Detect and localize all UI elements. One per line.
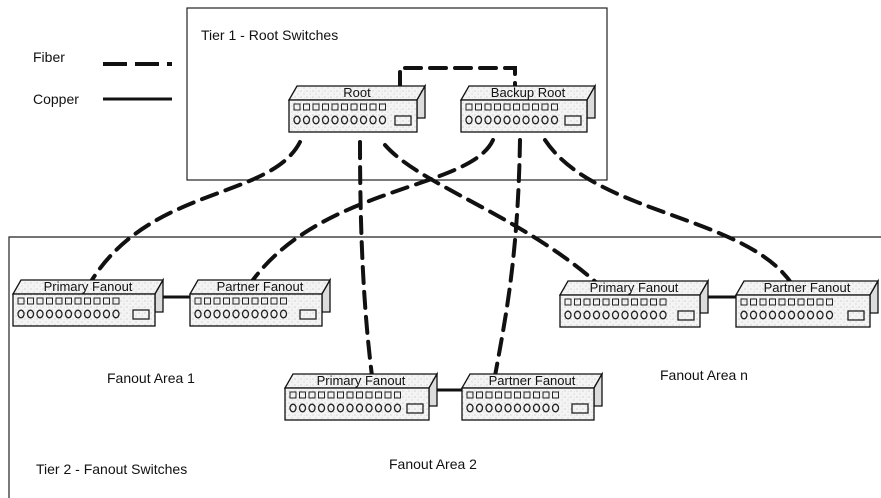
switch-console-port [132, 309, 150, 320]
fiber-root-to-arean-primary [383, 143, 600, 286]
switch-ports [194, 297, 288, 319]
switch-console-port [299, 309, 317, 320]
switch-ports [289, 391, 402, 413]
copper-links [162, 295, 738, 392]
switch-label: Partner Fanout [764, 280, 851, 295]
switch-front-face [559, 294, 701, 328]
arean-label: Fanout Area n [660, 367, 748, 383]
switch-console-port [847, 310, 865, 321]
legend-copper-label: Copper [33, 91, 79, 107]
switch-root: Root [287, 83, 427, 133]
switch-label: Root [343, 85, 371, 100]
tier1-label: Tier 1 - Root Switches [201, 27, 338, 43]
switch-ports [293, 103, 387, 125]
switch-console-port [564, 115, 582, 126]
switch-console-port [571, 403, 589, 414]
switch-ports [740, 298, 834, 320]
switch-console-port [406, 403, 424, 414]
switch-backup-root: Backup Root [459, 83, 597, 133]
fiber-backup-to-area1-partner [248, 138, 495, 286]
switch-console-port [677, 310, 695, 321]
switch-area1-primary: Primary Fanout [11, 277, 165, 327]
area2-label: Fanout Area 2 [389, 456, 477, 472]
fiber-links [88, 66, 794, 378]
switch-area1-partner: Partner Fanout [188, 277, 332, 327]
switch-ports [564, 298, 667, 320]
tier1-box [186, 7, 608, 181]
fiber-root-to-area2-primary [358, 140, 374, 378]
fiber-root-to-backup [398, 66, 517, 90]
switch-label: Partner Fanout [489, 373, 576, 388]
switch-label: Primary Fanout [590, 280, 679, 295]
legend-fiber-label: Fiber [33, 49, 65, 65]
switch-ports [465, 103, 559, 125]
tier2-label: Tier 2 - Fanout Switches [36, 461, 187, 477]
switch-ports [17, 297, 120, 319]
switch-area2-partner: Partner Fanout [460, 371, 604, 421]
switch-label: Primary Fanout [317, 373, 406, 388]
switch-arean-primary: Primary Fanout [558, 278, 710, 328]
switch-label: Primary Fanout [44, 279, 133, 294]
switch-label: Backup Root [491, 85, 566, 100]
fiber-backup-to-area2-partner [493, 138, 522, 378]
tier2-box [8, 236, 881, 498]
fiber-backup-to-arean-partner [543, 138, 794, 286]
switch-label: Partner Fanout [217, 279, 304, 294]
area1-label: Fanout Area 1 [107, 370, 195, 386]
fiber-root-to-area1-primary [88, 140, 302, 285]
switch-area2-primary: Primary Fanout [283, 371, 439, 421]
switch-console-port [394, 115, 412, 126]
switch-arean-partner: Partner Fanout [734, 278, 880, 328]
switch-ports [466, 391, 560, 413]
